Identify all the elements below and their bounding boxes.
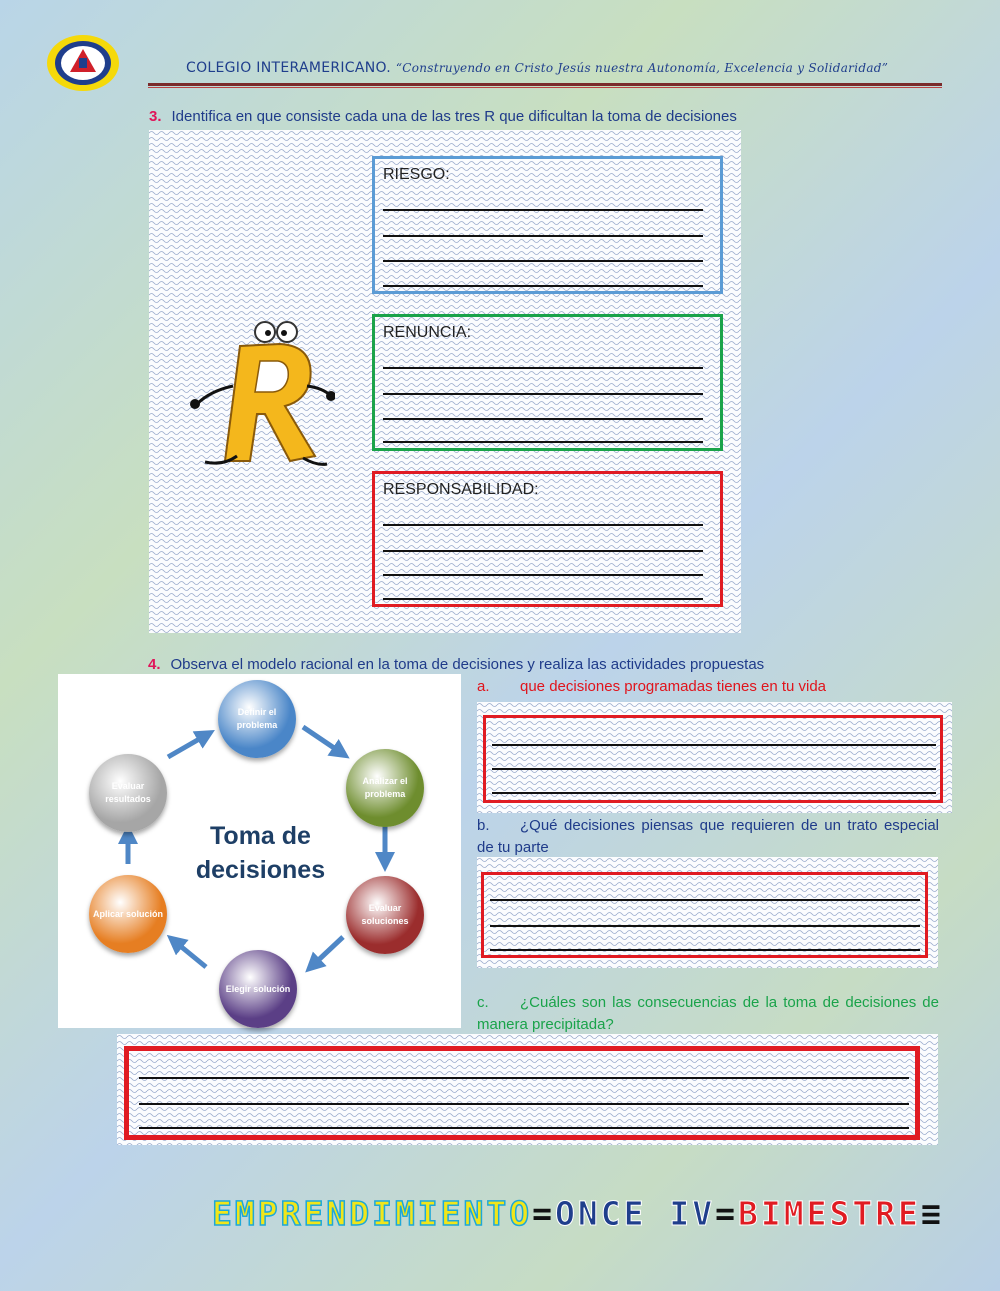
step-aplicar-solucion: Aplicar solución	[89, 875, 167, 953]
question-3: 3. Identifica en que consiste cada una de…	[149, 108, 737, 126]
question-4a-letter: a.	[477, 678, 490, 695]
step-elegir-label: Elegir solución	[225, 983, 291, 994]
step-evaluar-resultados: Evaluar resultados	[89, 754, 167, 832]
responsabilidad-label: RESPONSABILIDAD:	[383, 481, 539, 498]
question-4b-letter: b.	[477, 817, 490, 834]
question-4a: a. que decisiones programadas tienes en t…	[477, 678, 826, 695]
riesgo-answer-box[interactable]: RIESGO:	[372, 156, 723, 294]
step-elegir-solucion: Elegir solución	[219, 950, 297, 1028]
riesgo-label: RIESGO:	[383, 166, 450, 183]
renuncia-label: RENUNCIA:	[383, 324, 472, 341]
school-motto: “Construyendo en Cristo Jesús nuestra Au…	[395, 61, 889, 75]
question-3-number: 3.	[149, 108, 162, 125]
responsabilidad-answer-box[interactable]: RESPONSABILIDAD:	[372, 471, 723, 607]
diagram-center-title: Toma de decisiones	[195, 822, 326, 884]
step-definir-label: Definir el problema	[236, 707, 278, 730]
question-4-number: 4.	[148, 656, 161, 673]
step-analizar-label: Analizar el problema	[362, 776, 408, 799]
renuncia-answer-box[interactable]: RENUNCIA:	[372, 314, 723, 451]
question-4b-text: ¿Qué decisiones piensas que requieren de…	[477, 817, 939, 856]
step-analizar-problema: Analizar el problema	[346, 749, 424, 827]
r-mascot-image	[185, 316, 336, 471]
question-4a-text: que decisiones programadas tienes en tu …	[520, 678, 827, 695]
question-4c-letter: c.	[477, 994, 489, 1011]
footer-grade: ONCE IV	[555, 1194, 716, 1234]
question-4: 4. Observa el modelo racional en la toma …	[148, 656, 764, 674]
question-3-text: Identifica en que consiste cada una de l…	[171, 108, 737, 125]
step-evaluar-resultados-label: Evaluar resultados	[105, 781, 151, 804]
question-4c: c.¿Cuáles son las consecuencias de la to…	[477, 992, 939, 1036]
question-4b: b.¿Qué decisiones piensas que requieren …	[477, 815, 939, 859]
decision-cycle-diagram: Definir el problema Analizar el problema…	[58, 674, 461, 1028]
question-4a-panel	[477, 702, 952, 813]
question-4a-answer-box[interactable]	[483, 715, 943, 803]
question-4b-answer-box[interactable]	[481, 872, 928, 958]
school-logo	[46, 34, 120, 92]
header-divider	[148, 83, 942, 86]
header-divider-thin	[148, 87, 942, 88]
step-evaluar-soluciones: Evaluar soluciones	[346, 876, 424, 954]
question-4c-answer-box[interactable]	[124, 1046, 920, 1140]
question-4c-text: ¿Cuáles son las consecuencias de la toma…	[477, 994, 939, 1033]
school-name: COLEGIO INTERAMERICANO.	[186, 60, 392, 76]
step-evaluar-soluciones-label: Evaluar soluciones	[361, 903, 409, 926]
step-aplicar-label: Aplicar solución	[92, 908, 163, 919]
question-4-text: Observa el modelo racional en la toma de…	[170, 656, 765, 673]
header-text: COLEGIO INTERAMERICANO. “Construyendo en…	[186, 60, 888, 76]
step-definir-problema: Definir el problema	[218, 680, 296, 758]
question-3-panel	[149, 130, 741, 633]
footer-title: EMPRENDIMIENTO=ONCE IV=BIMESTRE≡	[211, 1193, 944, 1234]
footer-subject: EMPRENDIMIENTO	[211, 1193, 533, 1234]
question-4c-panel	[117, 1034, 938, 1145]
footer-period: BIMESTRE	[737, 1194, 921, 1234]
